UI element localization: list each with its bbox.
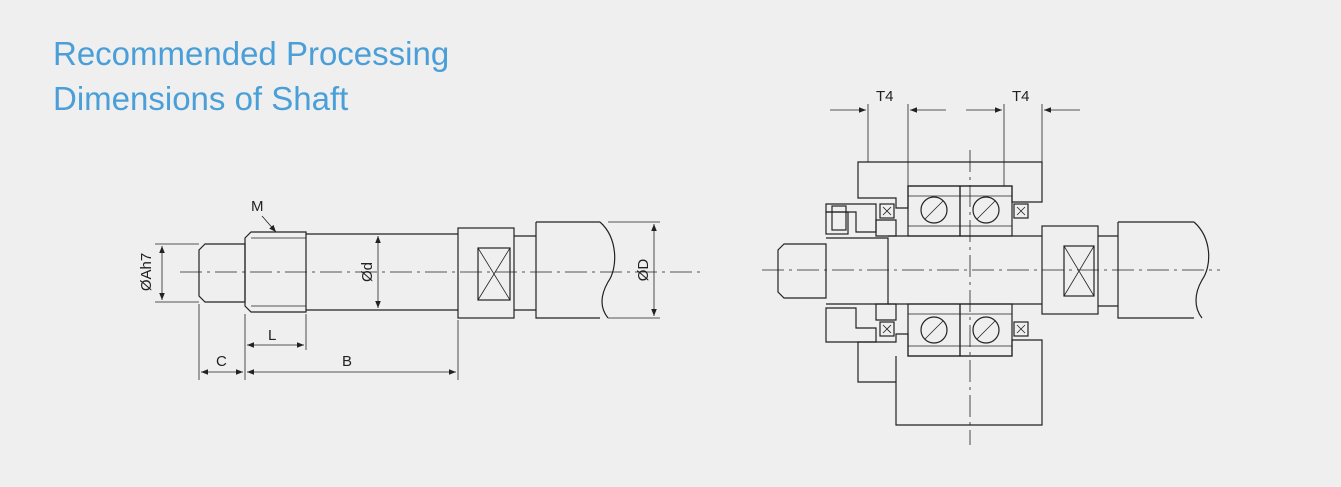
- shaft-screw: [535, 221, 600, 319]
- bearing-top-right: [959, 185, 1013, 237]
- assembly-block: [1041, 225, 1099, 315]
- label-dia-d: Ød: [359, 262, 376, 282]
- housing-bottom: [857, 333, 1043, 426]
- title-line-2: Dimensions of Shaft: [53, 80, 349, 117]
- housing-top: [857, 161, 1043, 209]
- lock-nut-top: [825, 203, 877, 233]
- shaft-main: [306, 233, 458, 311]
- label-m: M: [251, 198, 264, 215]
- assembly-shaft-end: [777, 243, 827, 299]
- label-b: B: [342, 353, 352, 370]
- assembly-drawing: T4 T4: [762, 88, 1220, 445]
- label-t4-left: T4: [876, 88, 894, 105]
- label-t4-right: T4: [1012, 88, 1030, 105]
- shaft-drawing: M ØAh7 Ød ØD L C B: [138, 198, 700, 380]
- lock-nut-bottom: [825, 307, 877, 343]
- label-c: C: [216, 353, 227, 370]
- label-dia-ah7: ØAh7: [138, 253, 155, 291]
- bearing-top-left: [907, 185, 961, 237]
- shaft-thread: [244, 231, 307, 313]
- label-l: L: [268, 327, 276, 344]
- label-dia-big-d: ØD: [635, 259, 652, 282]
- shaft-journal: [198, 243, 246, 303]
- title-line-1: Recommended Processing: [53, 35, 450, 72]
- page-title: Recommended Processing Dimensions of Sha…: [53, 31, 449, 121]
- shaft-block: [457, 227, 515, 319]
